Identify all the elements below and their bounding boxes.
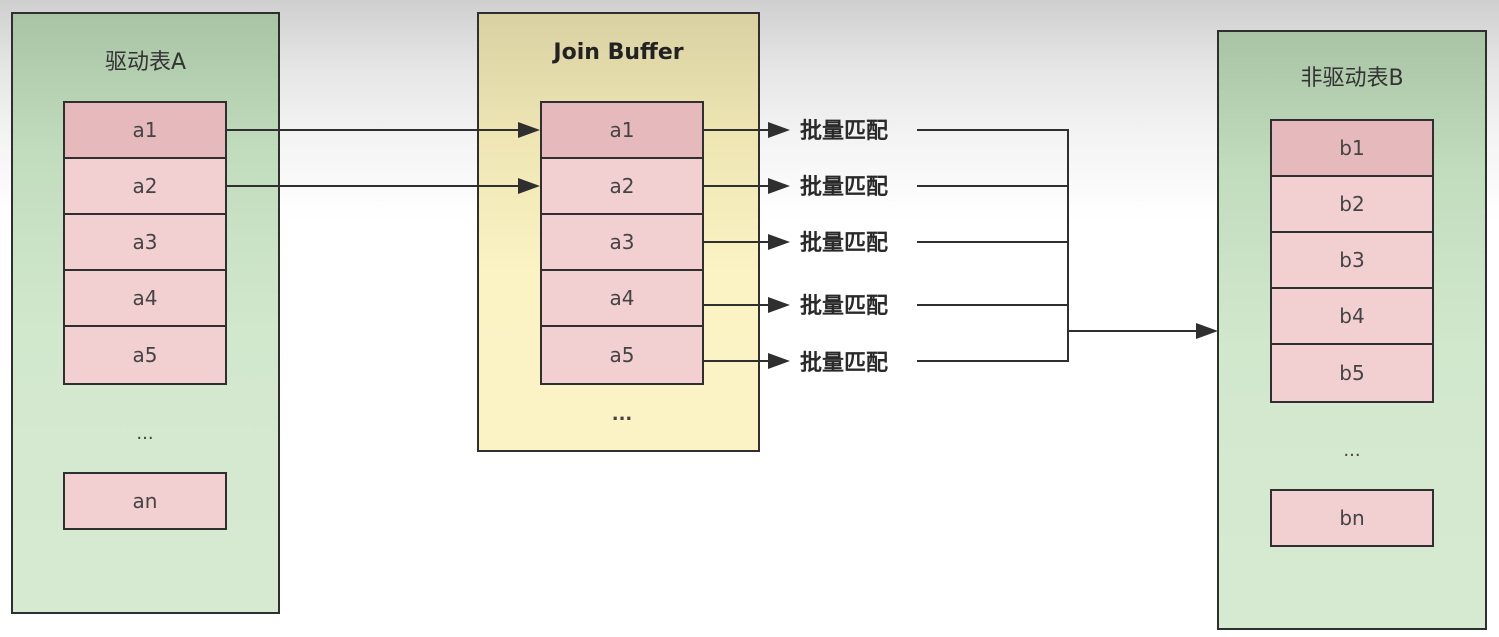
arrowhead-match-2	[768, 178, 790, 194]
driven-row-b3: b3	[1272, 233, 1432, 289]
driven-table-rows: b1 b2 b3 b4 b5	[1270, 119, 1434, 403]
batch-match-label-1: 批量匹配	[800, 119, 889, 144]
driven-table-ellipsis: ...	[1343, 440, 1361, 461]
buffer-row-a5: a5	[609, 343, 635, 367]
arrowhead-match-1	[768, 122, 790, 138]
driven-row-b2: b2	[1272, 177, 1432, 233]
batch-match-label-2: 批量匹配	[800, 175, 889, 200]
arrowhead-match-5	[768, 353, 790, 369]
driving-table-ellipsis: ...	[136, 423, 154, 444]
buffer-row-a4: a4	[542, 271, 702, 327]
join-buffer-title: Join Buffer	[553, 40, 684, 65]
driving-row-a5: a5	[132, 343, 158, 367]
buffer-row-a1: a1	[542, 103, 702, 159]
buffer-row-a2: a2	[542, 159, 702, 215]
join-buffer-rows: a1 a2 a3 a4 a5	[540, 101, 704, 385]
driven-table-title: 非驱动表B	[1300, 66, 1404, 91]
arrowhead-match-4	[768, 297, 790, 313]
driving-table-title: 驱动表A	[104, 50, 187, 75]
driven-row-b4: b4	[1272, 289, 1432, 345]
batch-match-label-5: 批量匹配	[800, 351, 889, 376]
driving-row-a4: a4	[65, 271, 225, 327]
join-buffer-ellipsis: ...	[611, 404, 633, 425]
driving-row-a1: a1	[65, 103, 225, 159]
arrowhead-match-3	[768, 234, 790, 250]
driven-row-b5: b5	[1339, 361, 1365, 385]
buffer-row-a3: a3	[542, 215, 702, 271]
driving-row-an: an	[63, 472, 227, 530]
batch-match-label-3: 批量匹配	[800, 231, 889, 256]
driven-row-bn: bn	[1270, 489, 1434, 547]
driving-table-rows: a1 a2 a3 a4 a5	[63, 101, 227, 385]
driving-row-a2: a2	[65, 159, 225, 215]
arrowhead-to-driven-table	[1196, 323, 1218, 339]
driven-row-b1: b1	[1272, 121, 1432, 177]
driving-row-a3: a3	[65, 215, 225, 271]
batch-match-label-4: 批量匹配	[800, 294, 889, 319]
